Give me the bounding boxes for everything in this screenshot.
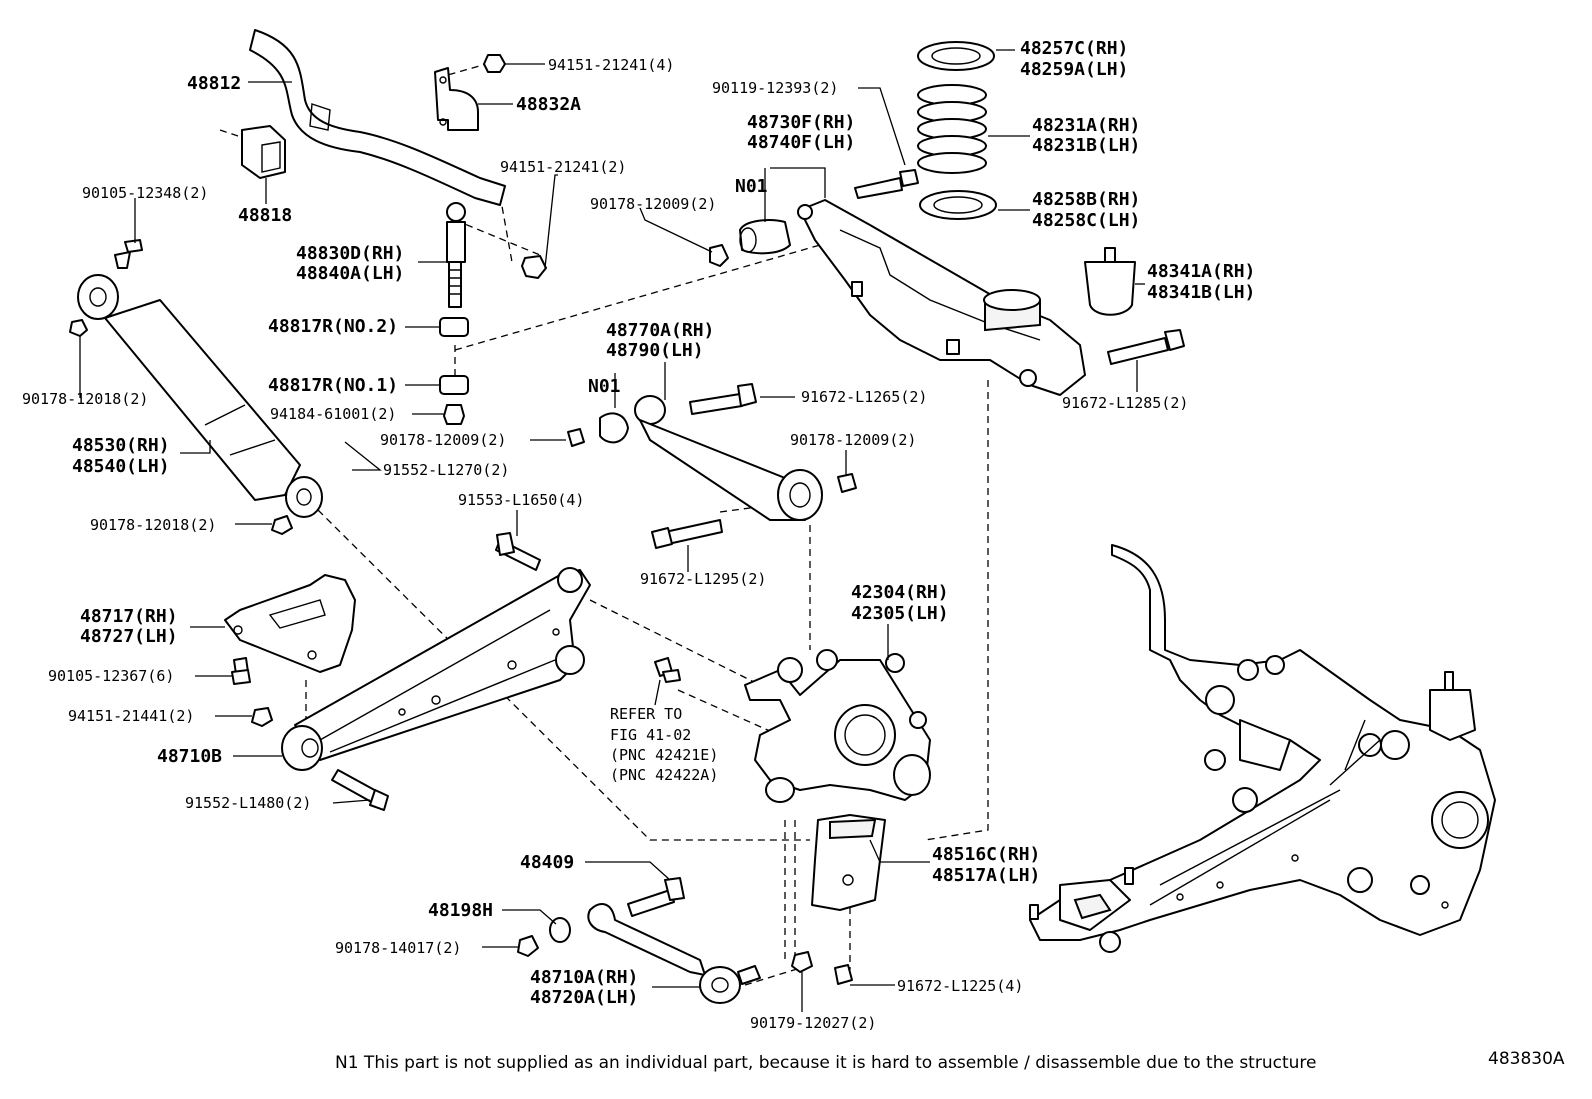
- label-48790: 48790(LH): [606, 340, 704, 361]
- label-48817R-no1: 48817R(NO.1): [268, 375, 398, 396]
- label-90105-12348: 90105-12348(2): [82, 184, 208, 202]
- label-90178-12009-b: 90178-12009(2): [790, 431, 916, 449]
- label-refer-to: REFER TO: [610, 705, 682, 723]
- label-refer-pnc1: (PNC 42421E): [610, 746, 718, 764]
- label-48818: 48818: [238, 205, 292, 226]
- bolt-refer: [654, 657, 681, 683]
- label-48832A: 48832A: [516, 94, 581, 115]
- label-90178-12018-a: 90178-12018(2): [22, 390, 148, 408]
- label-48720A: 48720A(LH): [530, 987, 638, 1008]
- label-48840A: 48840A(LH): [296, 263, 404, 284]
- knuckle-42304: [744, 649, 931, 803]
- label-48516C: 48516C(RH): [932, 844, 1040, 865]
- label-42304: 42304(RH): [851, 582, 949, 603]
- lateral-arm-48770A: [567, 383, 857, 549]
- bracket-48717: [224, 574, 356, 673]
- label-48812: 48812: [187, 73, 241, 94]
- label-90105-12367: 90105-12367(6): [48, 667, 174, 685]
- label-91672-L1295: 91672-L1295(2): [640, 570, 766, 588]
- label-48817R-no2: 48817R(NO.2): [268, 316, 398, 337]
- part-labels: 48812 94151-21241(4) 48832A 94151-21241(…: [22, 38, 1255, 1032]
- assembly-dashed-lines: [219, 62, 989, 986]
- lower-arm-48710B: [281, 532, 591, 771]
- label-48231B: 48231B(LH): [1032, 135, 1140, 156]
- toe-arm-48710A: [517, 877, 813, 1004]
- label-48341A: 48341A(RH): [1147, 261, 1255, 282]
- label-90178-14017: 90178-14017(2): [335, 939, 461, 957]
- label-refer-fig: FIG 41-02: [610, 726, 691, 744]
- bolt-91672-L1285: [1107, 329, 1185, 365]
- stabilizer-link: [439, 202, 469, 425]
- label-42305: 42305(LH): [851, 603, 949, 624]
- label-48717: 48717(RH): [80, 606, 178, 627]
- label-91672-L1285: 91672-L1285(2): [1062, 394, 1188, 412]
- stabilizer-bar: [249, 29, 506, 206]
- label-48258C: 48258C(LH): [1032, 210, 1140, 231]
- label-94151-21241-2: 94151-21241(2): [500, 158, 626, 176]
- bracket-48832A: [434, 67, 479, 131]
- label-48409: 48409: [520, 852, 574, 873]
- label-91552-L1480: 91552-L1480(2): [185, 794, 311, 812]
- bracket-48516C: [811, 814, 886, 985]
- label-48257C: 48257C(RH): [1020, 38, 1128, 59]
- upper-arm-48730F: [709, 169, 1086, 396]
- label-refer-pnc2: (PNC 42422A): [610, 766, 718, 784]
- label-90178-12009-c: 90178-12009(2): [590, 195, 716, 213]
- label-90119-12393: 90119-12393(2): [712, 79, 838, 97]
- coil-spring-assembly: [917, 41, 997, 220]
- label-48517A: 48517A(LH): [932, 865, 1040, 886]
- figure-id: 483830A: [1488, 1049, 1565, 1069]
- label-94184: 94184-61001(2): [270, 405, 396, 423]
- label-48540: 48540(LH): [72, 456, 170, 477]
- label-48341B: 48341B(LH): [1147, 282, 1255, 303]
- small-fasteners-left: [231, 657, 389, 811]
- label-48830D: 48830D(RH): [296, 243, 404, 264]
- label-91553-L1650: 91553-L1650(4): [458, 491, 584, 509]
- footnote: N1 This part is not supplied as an indiv…: [335, 1053, 1316, 1073]
- label-48258B: 48258B(RH): [1032, 189, 1140, 210]
- assembly-illustration: [1029, 544, 1496, 953]
- label-91672-L1265: 91672-L1265(2): [801, 388, 927, 406]
- label-48198H: 48198H: [428, 900, 493, 921]
- leader-lines: [79, 49, 1145, 1012]
- label-N01-b: N01: [588, 376, 621, 397]
- label-48730F: 48730F(RH): [747, 112, 855, 133]
- label-48710A: 48710A(RH): [530, 967, 638, 988]
- label-N01-a: N01: [735, 176, 768, 197]
- label-48231A: 48231A(RH): [1032, 115, 1140, 136]
- label-48530: 48530(RH): [72, 435, 170, 456]
- label-90178-12009-a: 90178-12009(2): [380, 431, 506, 449]
- shock-absorber: [69, 239, 323, 535]
- label-91552-L1270: 91552-L1270(2): [383, 461, 509, 479]
- label-94151-21441: 94151-21441(2): [68, 707, 194, 725]
- bump-stopper: [1084, 247, 1136, 316]
- bushing-48818: [241, 125, 286, 179]
- label-48770A: 48770A(RH): [606, 320, 714, 341]
- label-94151-21241-4: 94151-21241(4): [548, 56, 674, 74]
- label-48710B: 48710B: [157, 746, 222, 767]
- nut-94151: [483, 54, 547, 279]
- label-48727: 48727(LH): [80, 626, 178, 647]
- label-48259A: 48259A(LH): [1020, 59, 1128, 80]
- label-48740F: 48740F(LH): [747, 132, 855, 153]
- label-90178-12018-b: 90178-12018(2): [90, 516, 216, 534]
- label-91672-L1225: 91672-L1225(4): [897, 977, 1023, 995]
- label-90179-12027: 90179-12027(2): [750, 1014, 876, 1032]
